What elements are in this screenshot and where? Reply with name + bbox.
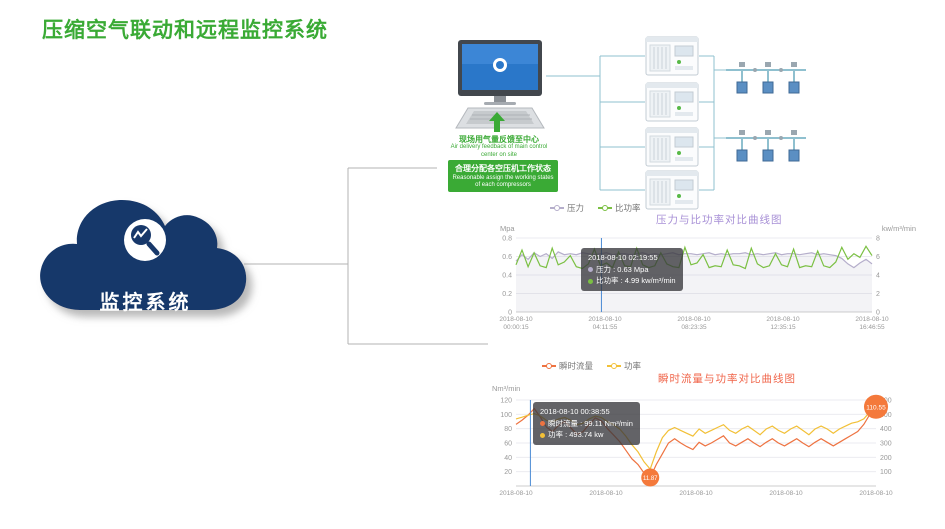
svg-text:2018-08-10: 2018-08-10 (499, 490, 533, 497)
pipe-assembly-2 (726, 124, 811, 171)
chart2-left-axis-unit: Nm³/min (492, 384, 521, 393)
legend-label: 比功率 (615, 203, 641, 213)
svg-text:100: 100 (500, 412, 512, 419)
legend-marker (607, 363, 622, 369)
tooltip-dot (540, 421, 545, 427)
compressor-unit-4 (645, 168, 699, 217)
pipe-assembly-1 (726, 56, 811, 103)
control-computer (452, 40, 548, 137)
tooltip-time: 2018-08-10 02:19:55 (588, 253, 658, 262)
tooltip-line: 压力 : 0.63 Mpa (596, 264, 649, 274)
legend-item-power[interactable]: 功率 (607, 360, 641, 372)
chart1-tooltip: 2018-08-10 02:19:55 压力 : 0.63 Mpa 比功率 : … (581, 248, 683, 291)
svg-text:300: 300 (880, 441, 892, 448)
compressor-unit-2 (645, 80, 699, 129)
svg-text:20: 20 (504, 469, 512, 476)
legend-marker (598, 205, 613, 211)
svg-text:100: 100 (880, 469, 892, 476)
chart2-legend: 瞬时流量 功率 (542, 360, 641, 372)
tooltip-dot (588, 267, 593, 273)
legend-item-pressure[interactable]: 压力 (550, 202, 584, 214)
svg-text:500: 500 (880, 412, 892, 419)
compressor-unit-3 (645, 125, 699, 174)
chart2-title: 瞬时流量与功率对比曲线图 (658, 373, 796, 385)
svg-text:60: 60 (504, 441, 512, 448)
svg-text:0.6: 0.6 (502, 254, 512, 261)
svg-text:0: 0 (876, 310, 880, 317)
svg-text:11.87: 11.87 (643, 476, 658, 482)
svg-text:80: 80 (504, 426, 512, 433)
assign-note-box: 合理分配各空压机工作状态 Reasonable assign the worki… (448, 160, 558, 193)
feedback-note-en: Air delivery feedback of main control ce… (450, 144, 548, 158)
svg-text:200: 200 (880, 455, 892, 462)
tooltip-line: 比功率 : 4.99 kw/m³/min (596, 276, 676, 286)
svg-text:2: 2 (876, 291, 880, 298)
chart1-legend: 压力 比功率 (550, 202, 641, 214)
monitoring-cloud: 监控系统 (28, 182, 268, 357)
feedback-note-cn: 现场用气量反馈至中心 (459, 135, 539, 144)
chart1-title: 压力与比功率对比曲线图 (656, 214, 783, 226)
monitor-icon (455, 40, 545, 129)
flow-power-chart[interactable]: 204060801001201002003004005006002018-08-… (486, 394, 916, 500)
legend-item-specific-power[interactable]: 比功率 (598, 202, 641, 214)
legend-label: 压力 (567, 203, 585, 213)
svg-text:0.2: 0.2 (502, 291, 512, 298)
tooltip-dot (588, 278, 593, 284)
svg-text:2018-08-10: 2018-08-10 (679, 490, 713, 497)
svg-text:0.8: 0.8 (502, 236, 512, 243)
chart2-tooltip: 2018-08-10 00:38:55 瞬时流量 : 99.11 Nm³/min… (533, 402, 640, 445)
svg-text:40: 40 (504, 455, 512, 462)
svg-text:4: 4 (876, 273, 880, 280)
tooltip-dot (540, 432, 545, 438)
flow-power-chart-block: 瞬时流量 功率 瞬时流量与功率对比曲线图 Nm³/min 20 40 60 80 100… (486, 358, 916, 518)
svg-text:2018-08-10: 2018-08-10 (589, 490, 623, 497)
svg-text:0: 0 (508, 310, 512, 317)
up-arrow-icon (489, 112, 505, 137)
assign-note-cn: 合理分配各空压机工作状态 (455, 164, 551, 173)
svg-text:120: 120 (500, 398, 512, 405)
svg-text:2018-08-10: 2018-08-10 (859, 490, 893, 497)
magnifier-trend-icon (124, 219, 166, 261)
pressure-power-chart-block: 压力 比功率 压力与比功率对比曲线图 Mpa kw/m³/min 0 0.2 0.4… (486, 200, 916, 345)
chart1-left-axis-unit: Mpa (500, 224, 515, 233)
svg-text:110.55: 110.55 (866, 404, 886, 411)
svg-text:2018-08-10: 2018-08-10 (769, 490, 803, 497)
assign-note-en: Reasonable assign the working states of … (452, 175, 554, 189)
legend-marker (542, 363, 556, 369)
legend-marker (550, 205, 564, 211)
svg-text:8: 8 (876, 236, 880, 243)
legend-label: 功率 (624, 361, 642, 371)
cloud-label: 监控系统 (99, 292, 192, 314)
svg-text:0.4: 0.4 (502, 273, 512, 280)
page-title: 压缩空气联动和远程监控系统 (42, 19, 328, 42)
compressor-unit-1 (645, 34, 699, 83)
legend-item-flow[interactable]: 瞬时流量 (542, 360, 593, 372)
svg-text:6: 6 (876, 254, 880, 261)
legend-label: 瞬时流量 (559, 361, 594, 371)
svg-text:400: 400 (880, 426, 892, 433)
tooltip-line: 功率 : 493.74 kw (548, 430, 604, 440)
tooltip-time: 2018-08-10 00:38:55 (540, 407, 610, 416)
tooltip-line: 瞬时流量 : 99.11 Nm³/min (548, 418, 633, 428)
chart1-right-axis-unit: kw/m³/min (881, 224, 916, 233)
